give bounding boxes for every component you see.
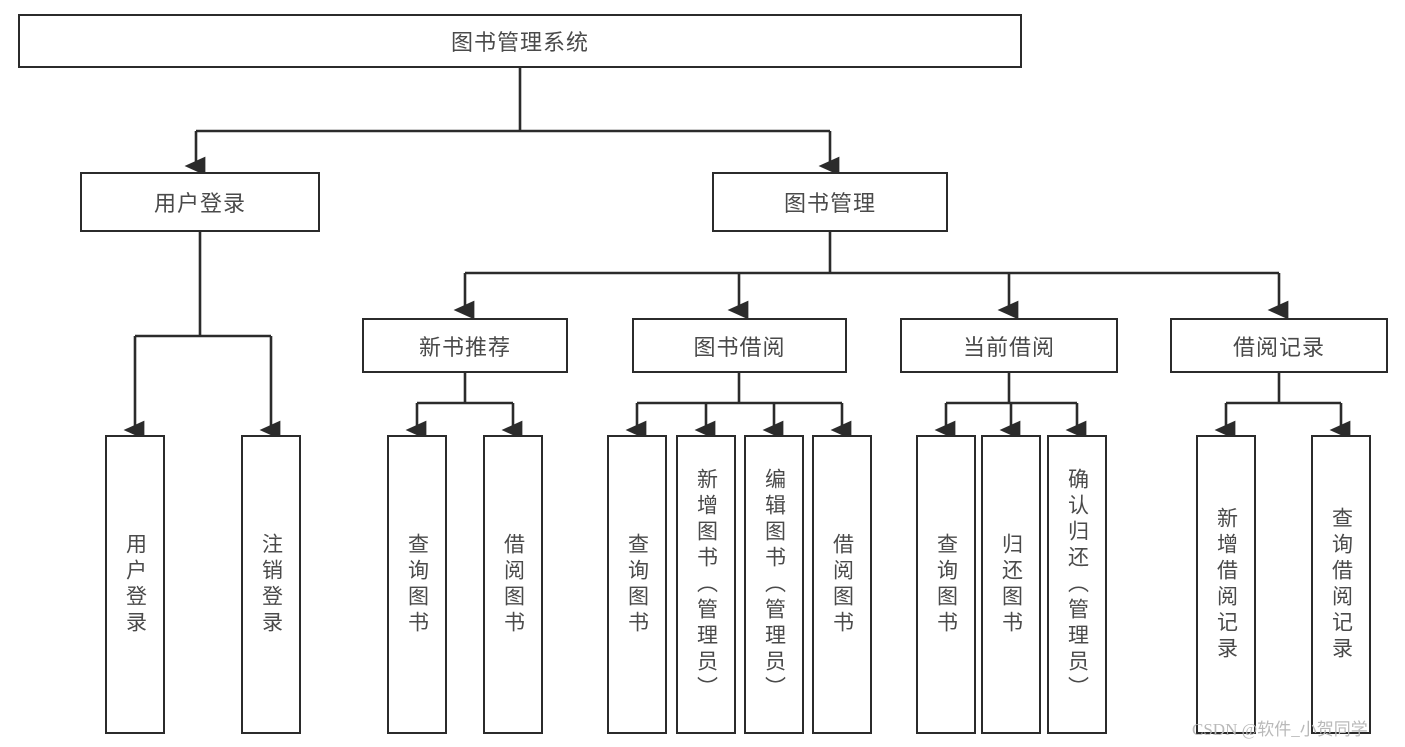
leaf-book-borrow-4[interactable]: 借阅图书 xyxy=(812,435,872,734)
leaf-book-borrow-3[interactable]: 编辑图书（管理员） xyxy=(744,435,804,734)
leaf-book-borrow-2[interactable]: 新增图书（管理员） xyxy=(676,435,736,734)
leaf-current-borrow-2[interactable]: 归还图书 xyxy=(981,435,1041,734)
node-root-label: 图书管理系统 xyxy=(450,30,589,55)
leaf-label: 确认归还（管理员） xyxy=(1065,467,1089,702)
leaf-current-borrow-3[interactable]: 确认归还（管理员） xyxy=(1047,435,1107,734)
leaf-label: 注销登录 xyxy=(259,532,283,637)
node-new-book-recommend[interactable]: 新书推荐 xyxy=(362,318,568,373)
node-book-management-label: 图书管理 xyxy=(783,191,876,216)
node-user-login[interactable]: 用户登录 xyxy=(80,172,320,232)
leaf-borrow-record-1[interactable]: 新增借阅记录 xyxy=(1196,435,1256,734)
node-borrow-record[interactable]: 借阅记录 xyxy=(1170,318,1388,373)
leaf-label: 归还图书 xyxy=(999,532,1023,637)
leaf-new-book-recommend-2[interactable]: 借阅图书 xyxy=(483,435,543,734)
leaf-label: 查询图书 xyxy=(934,532,958,637)
leaf-label: 用户登录 xyxy=(123,532,147,637)
csdn-watermark: CSDN @软件_小贺同学 xyxy=(1192,720,1368,739)
leaf-user-login-1[interactable]: 用户登录 xyxy=(105,435,165,734)
node-root-book-management-system[interactable]: 图书管理系统 xyxy=(18,14,1022,68)
node-current-borrow-label: 当前借阅 xyxy=(962,334,1055,360)
leaf-label: 编辑图书（管理员） xyxy=(762,467,786,702)
leaf-label: 查询图书 xyxy=(405,532,429,637)
leaf-label: 查询图书 xyxy=(625,532,649,637)
leaf-label: 借阅图书 xyxy=(830,532,854,637)
node-book-borrow[interactable]: 图书借阅 xyxy=(632,318,847,373)
node-new-book-recommend-label: 新书推荐 xyxy=(418,334,511,360)
leaf-label: 借阅图书 xyxy=(501,532,525,637)
leaf-label: 查询借阅记录 xyxy=(1329,506,1353,663)
node-borrow-record-label: 借阅记录 xyxy=(1232,334,1325,360)
leaf-user-login-2[interactable]: 注销登录 xyxy=(241,435,301,734)
leaf-label: 新增图书（管理员） xyxy=(694,467,718,702)
leaf-current-borrow-1[interactable]: 查询图书 xyxy=(916,435,976,734)
node-current-borrow[interactable]: 当前借阅 xyxy=(900,318,1118,373)
node-book-management[interactable]: 图书管理 xyxy=(712,172,948,232)
leaf-new-book-recommend-1[interactable]: 查询图书 xyxy=(387,435,447,734)
leaf-label: 新增借阅记录 xyxy=(1214,506,1238,663)
node-user-login-label: 用户登录 xyxy=(153,191,246,216)
leaf-borrow-record-2[interactable]: 查询借阅记录 xyxy=(1311,435,1371,734)
leaf-book-borrow-1[interactable]: 查询图书 xyxy=(607,435,667,734)
node-book-borrow-label: 图书借阅 xyxy=(693,334,786,360)
